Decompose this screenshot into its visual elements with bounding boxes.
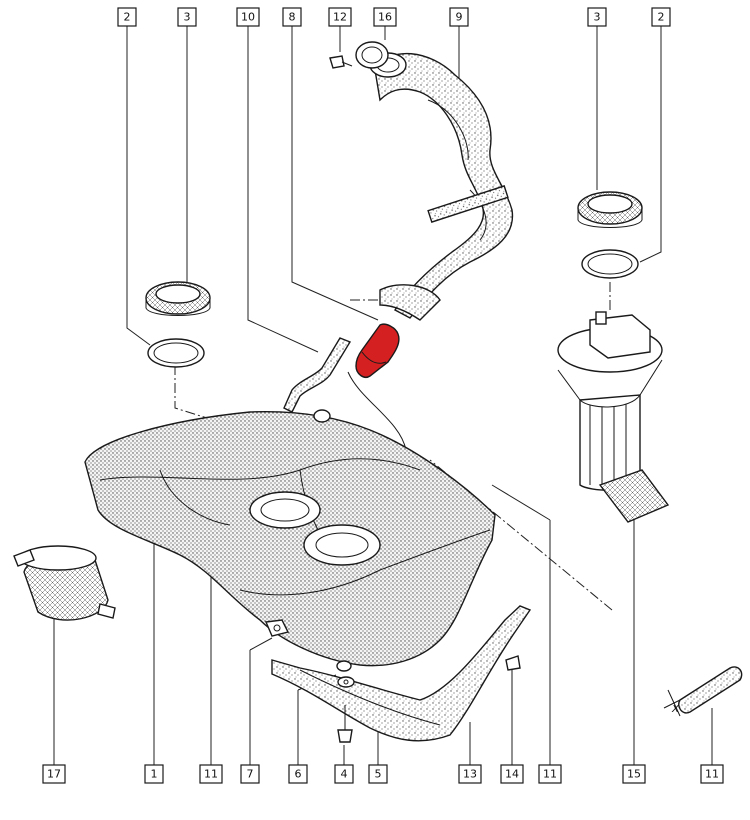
svg-text:3: 3 — [594, 11, 601, 24]
callout-11-a: 11 — [199, 764, 223, 784]
svg-text:7: 7 — [247, 768, 254, 781]
callout-13: 13 — [458, 764, 482, 784]
dimension-label-x: X — [671, 704, 680, 715]
callout-14: 14 — [500, 764, 524, 784]
callout-9: 9 — [449, 7, 469, 27]
svg-text:3: 3 — [184, 11, 191, 24]
svg-text:8: 8 — [289, 11, 296, 24]
lock-ring-right — [577, 191, 643, 228]
lock-ring-left — [145, 281, 211, 316]
bolt-4 — [337, 705, 353, 743]
callout-16: 16 — [373, 7, 397, 27]
hose-detail-11 — [663, 666, 743, 717]
svg-text:9: 9 — [456, 11, 463, 24]
filler-neck-pipe — [369, 52, 514, 321]
svg-text:12: 12 — [333, 11, 347, 24]
seal-right — [581, 249, 639, 279]
washer-5 — [337, 676, 355, 688]
callout-5: 5 — [368, 764, 388, 784]
tank-strap — [271, 605, 532, 742]
svg-text:5: 5 — [375, 768, 382, 781]
callout-3-left: 3 — [177, 7, 197, 27]
callout-4: 4 — [334, 764, 354, 784]
clip-14 — [505, 655, 521, 700]
callout-7: 7 — [240, 764, 260, 784]
callout-17: 17 — [42, 764, 66, 784]
svg-text:4: 4 — [341, 768, 348, 781]
svg-text:2: 2 — [124, 11, 131, 24]
svg-text:14: 14 — [505, 768, 519, 781]
washer-6 — [336, 660, 352, 672]
filler-cap-seal — [355, 41, 389, 69]
callout-12: 12 — [328, 7, 352, 27]
svg-text:1: 1 — [151, 768, 158, 781]
callout-8: 8 — [282, 7, 302, 27]
callout-2-left: 2 — [117, 7, 137, 27]
svg-text:15: 15 — [627, 768, 641, 781]
svg-text:17: 17 — [47, 768, 61, 781]
svg-text:2: 2 — [658, 11, 665, 24]
screw-12 — [329, 55, 353, 69]
callout-2-right: 2 — [651, 7, 671, 27]
callout-10: 10 — [236, 7, 260, 27]
svg-text:11: 11 — [204, 768, 218, 781]
seal-left — [147, 338, 205, 368]
fuel-filter — [13, 545, 116, 621]
fuel-pump-module — [557, 311, 670, 523]
callout-3-right: 3 — [587, 7, 607, 27]
callout-11-b: 11 — [538, 764, 562, 784]
svg-text:11: 11 — [705, 768, 719, 781]
svg-text:11: 11 — [543, 768, 557, 781]
callout-11-c: 11 — [700, 764, 724, 784]
callout-6: 6 — [288, 764, 308, 784]
fuel-tank — [84, 409, 496, 667]
svg-text:6: 6 — [295, 768, 302, 781]
svg-text:16: 16 — [378, 11, 392, 24]
leader-lines — [53, 26, 713, 765]
svg-text:13: 13 — [463, 768, 477, 781]
filler-hose-highlighted — [355, 323, 400, 378]
callout-15: 15 — [622, 764, 646, 784]
nut-7 — [264, 619, 290, 637]
callout-1: 1 — [144, 764, 164, 784]
svg-text:10: 10 — [241, 11, 255, 24]
